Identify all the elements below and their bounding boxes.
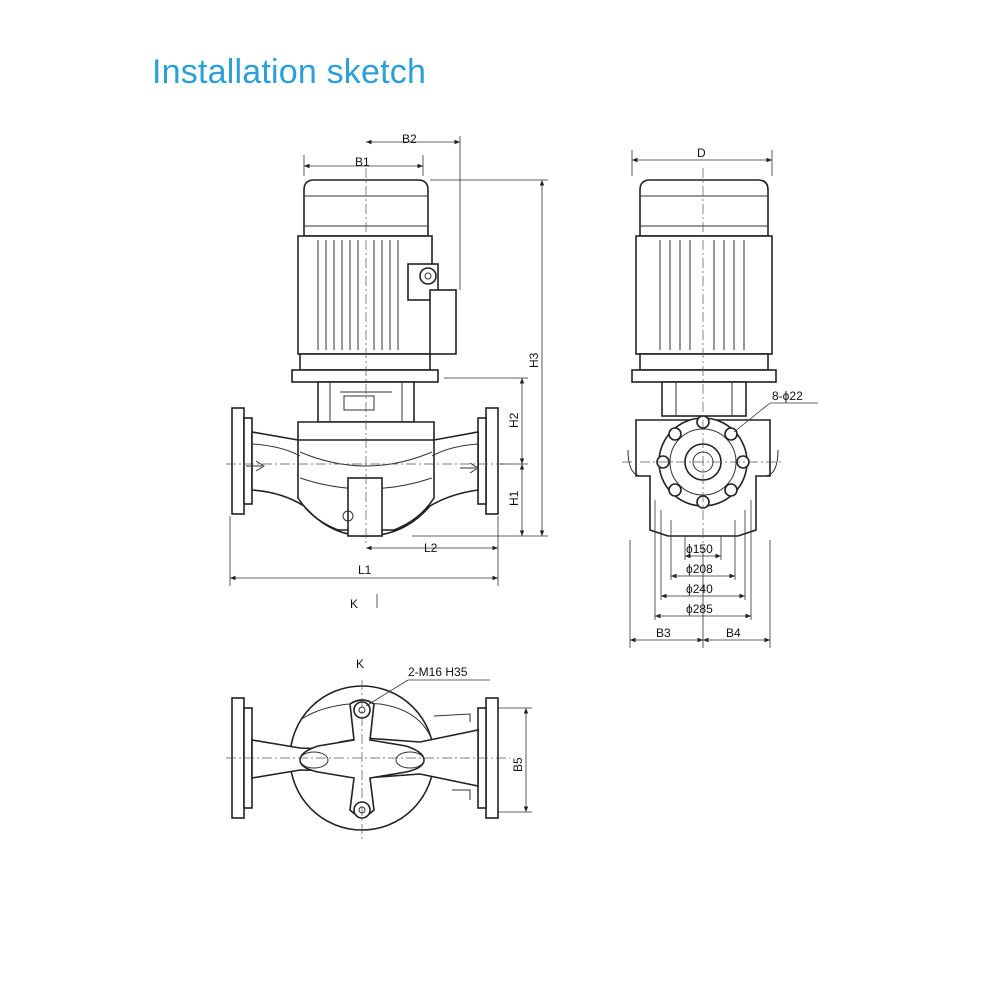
section-dimensions [498,707,532,813]
label-phi240: ϕ240 [686,582,713,596]
label-phi285: ϕ285 [686,602,713,616]
label-h3: H3 [527,352,541,368]
label-k-section-mark: K [350,597,358,611]
label-b1: B1 [355,155,370,169]
page-title: Installation sketch [152,53,427,91]
side-view [622,168,818,545]
label-b4: B4 [726,626,741,640]
label-b2: B2 [402,132,417,146]
label-l2: L2 [424,541,438,555]
label-d: D [697,146,706,160]
side-dimensions [629,150,773,648]
front-view [226,168,510,545]
label-phi150: ϕ150 [686,542,713,556]
label-l1: L1 [358,563,372,577]
label-bolt-holes: 8-ϕ22 [772,389,803,403]
label-anchor-bolts: 2-M16 H35 [408,665,468,679]
label-b3: B3 [656,626,671,640]
label-phi208: ϕ208 [686,562,713,576]
label-k-section-title: K [356,657,364,671]
section-view [226,679,510,840]
label-h2: H2 [507,412,521,428]
label-h1: H1 [507,490,521,506]
label-b5: B5 [511,757,525,772]
front-dimensions [229,136,548,608]
